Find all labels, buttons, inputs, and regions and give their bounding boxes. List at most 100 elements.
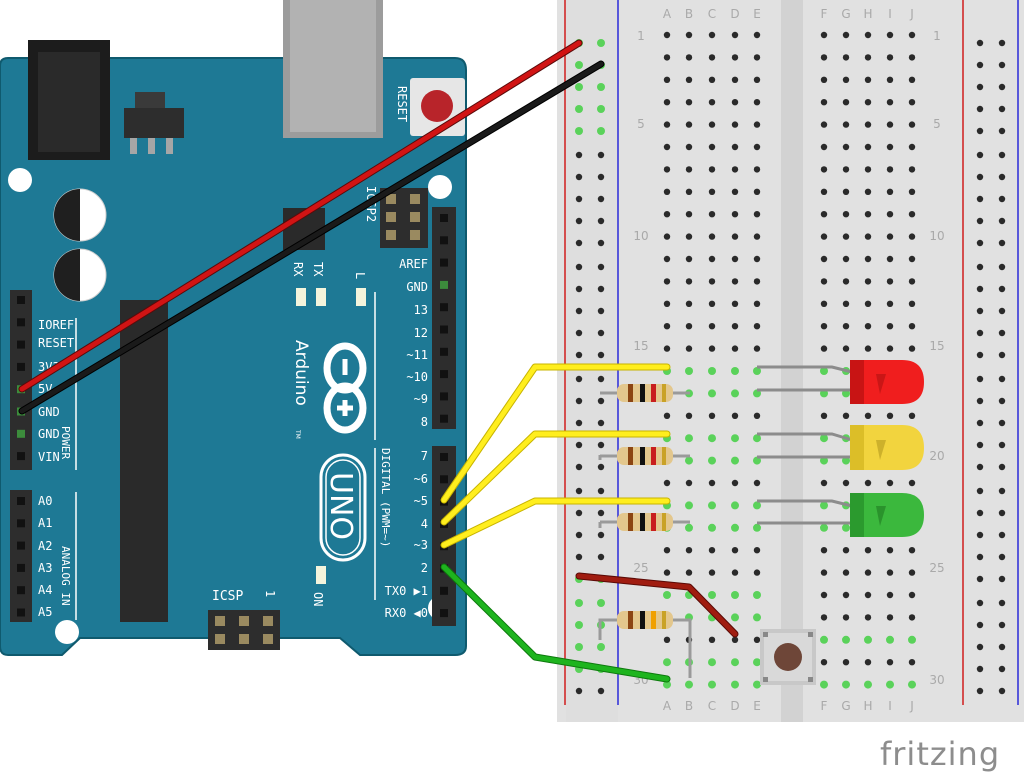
- breadboard-hole[interactable]: [864, 166, 872, 173]
- breadboard-hole[interactable]: [708, 54, 716, 61]
- breadboard-hole[interactable]: [685, 479, 693, 487]
- breadboard-hole[interactable]: [820, 569, 828, 576]
- breadboard-hole[interactable]: [663, 300, 671, 307]
- breadboard-hole[interactable]: [998, 61, 1006, 69]
- breadboard-hole[interactable]: [708, 569, 716, 576]
- header-pin[interactable]: [17, 563, 25, 572]
- breadboard-hole[interactable]: [998, 687, 1006, 695]
- breadboard-hole[interactable]: [976, 419, 984, 427]
- breadboard-hole[interactable]: [575, 643, 583, 651]
- breadboard-hole[interactable]: [685, 569, 693, 576]
- breadboard-hole[interactable]: [753, 31, 761, 39]
- breadboard-hole[interactable]: [976, 621, 984, 629]
- breadboard-hole[interactable]: [708, 255, 716, 263]
- breadboard-hole[interactable]: [820, 211, 828, 218]
- breadboard-hole[interactable]: [753, 547, 761, 554]
- breadboard-hole[interactable]: [731, 434, 739, 443]
- breadboard-hole[interactable]: [597, 599, 605, 607]
- breadboard-hole[interactable]: [731, 658, 739, 667]
- breadboard-hole[interactable]: [820, 523, 828, 532]
- breadboard-hole[interactable]: [731, 255, 739, 263]
- breadboard-hole[interactable]: [708, 523, 716, 532]
- breadboard-hole[interactable]: [731, 211, 739, 218]
- breadboard-hole[interactable]: [685, 680, 693, 689]
- header-pin[interactable]: [440, 453, 448, 461]
- breadboard-hole[interactable]: [731, 591, 739, 599]
- breadboard-hole[interactable]: [886, 412, 894, 419]
- breadboard-hole[interactable]: [886, 547, 894, 554]
- breadboard-hole[interactable]: [575, 397, 583, 405]
- breadboard-hole[interactable]: [731, 54, 739, 61]
- breadboard-hole[interactable]: [663, 255, 671, 263]
- breadboard-hole[interactable]: [708, 233, 716, 240]
- breadboard-hole[interactable]: [663, 54, 671, 61]
- breadboard-hole[interactable]: [731, 613, 739, 622]
- breadboard-hole[interactable]: [663, 636, 671, 643]
- breadboard-hole[interactable]: [886, 143, 894, 151]
- header-pin[interactable]: [17, 519, 25, 528]
- breadboard-hole[interactable]: [753, 456, 761, 465]
- header-pin[interactable]: [440, 609, 448, 618]
- breadboard-hole[interactable]: [575, 173, 583, 181]
- header-pin[interactable]: [440, 325, 448, 334]
- breadboard-hole[interactable]: [976, 173, 984, 181]
- breadboard-hole[interactable]: [886, 659, 894, 666]
- header-pin[interactable]: [440, 475, 448, 484]
- breadboard-hole[interactable]: [886, 54, 894, 61]
- breadboard-hole[interactable]: [597, 463, 605, 471]
- breadboard-hole[interactable]: [708, 636, 716, 643]
- breadboard-hole[interactable]: [820, 31, 828, 39]
- breadboard-hole[interactable]: [820, 501, 828, 510]
- breadboard-hole[interactable]: [820, 367, 828, 375]
- breadboard-hole[interactable]: [663, 233, 671, 240]
- breadboard-hole[interactable]: [864, 659, 872, 666]
- breadboard-hole[interactable]: [864, 99, 872, 106]
- breadboard-hole[interactable]: [998, 39, 1006, 47]
- breadboard-hole[interactable]: [753, 345, 761, 352]
- breadboard-hole[interactable]: [976, 375, 984, 383]
- breadboard-hole[interactable]: [820, 345, 828, 352]
- breadboard-hole[interactable]: [685, 99, 693, 106]
- breadboard-hole[interactable]: [663, 143, 671, 151]
- breadboard-hole[interactable]: [820, 166, 828, 173]
- header-pin[interactable]: [440, 303, 448, 312]
- breadboard-hole[interactable]: [685, 367, 693, 375]
- breadboard-hole[interactable]: [575, 127, 583, 135]
- breadboard-hole[interactable]: [908, 99, 916, 106]
- breadboard-hole[interactable]: [820, 323, 828, 330]
- breadboard-hole[interactable]: [820, 635, 828, 644]
- breadboard-hole[interactable]: [886, 680, 894, 689]
- breadboard-hole[interactable]: [976, 687, 984, 695]
- breadboard-hole[interactable]: [708, 412, 716, 419]
- breadboard-hole[interactable]: [685, 300, 693, 307]
- reset-button[interactable]: [421, 90, 453, 122]
- breadboard-hole[interactable]: [820, 188, 828, 195]
- breadboard-hole[interactable]: [842, 614, 850, 621]
- breadboard-hole[interactable]: [731, 479, 739, 487]
- breadboard-hole[interactable]: [597, 285, 605, 293]
- breadboard-hole[interactable]: [597, 105, 605, 113]
- breadboard-hole[interactable]: [731, 412, 739, 419]
- breadboard-hole[interactable]: [842, 99, 850, 106]
- breadboard-hole[interactable]: [575, 687, 583, 695]
- breadboard-hole[interactable]: [820, 680, 828, 689]
- breadboard-hole[interactable]: [886, 591, 894, 599]
- breadboard-hole[interactable]: [575, 375, 583, 383]
- breadboard-hole[interactable]: [976, 263, 984, 271]
- breadboard-hole[interactable]: [597, 487, 605, 495]
- header-pin[interactable]: [440, 392, 448, 401]
- breadboard-hole[interactable]: [753, 54, 761, 61]
- breadboard-hole[interactable]: [663, 211, 671, 218]
- breadboard-hole[interactable]: [597, 441, 605, 449]
- breadboard-hole[interactable]: [597, 263, 605, 271]
- breadboard-hole[interactable]: [976, 151, 984, 159]
- breadboard-hole[interactable]: [597, 509, 605, 517]
- breadboard-hole[interactable]: [976, 665, 984, 673]
- breadboard-hole[interactable]: [998, 285, 1006, 293]
- breadboard-hole[interactable]: [908, 211, 916, 218]
- breadboard-hole[interactable]: [842, 569, 850, 576]
- breadboard-hole[interactable]: [731, 389, 739, 398]
- breadboard-hole[interactable]: [842, 300, 850, 307]
- breadboard-hole[interactable]: [886, 614, 894, 621]
- breadboard-hole[interactable]: [998, 329, 1006, 337]
